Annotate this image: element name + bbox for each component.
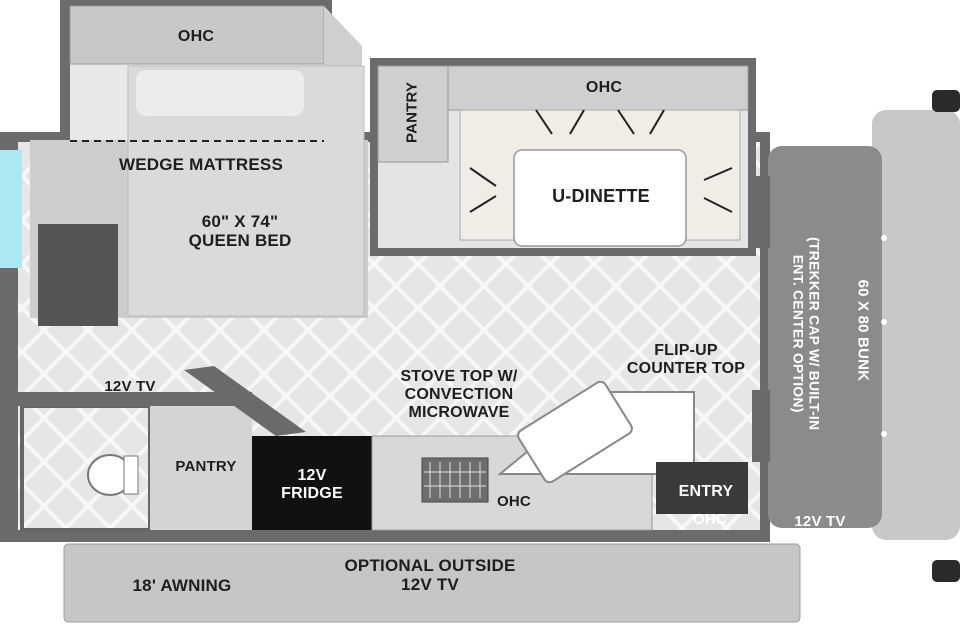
entry-label: ENTRY [678, 483, 734, 500]
entry-box [656, 462, 748, 514]
tv-left-label: 12V TV [104, 378, 156, 395]
pantry-lower-label: PANTRY [175, 458, 237, 475]
dinette-marks [469, 109, 733, 213]
queen-bed-label: 60" X 74" QUEEN BED [188, 212, 292, 251]
ohc-entry-label: OHC [693, 511, 727, 528]
fridge-label: 12V FRIDGE [281, 467, 343, 502]
fridge [252, 436, 372, 530]
ohc-bedroom-label: OHC [177, 28, 215, 45]
pillow [136, 70, 304, 116]
bunk [768, 146, 882, 528]
u-dinette-label: U-DINETTE [552, 186, 650, 206]
stove-top [421, 457, 489, 503]
awning-label: 18' AWNING [132, 576, 232, 595]
nightstand-left [38, 224, 118, 326]
awning [63, 543, 801, 623]
dinette-table [513, 149, 687, 247]
tv-front-label: 12V TV [794, 513, 846, 530]
sink [517, 380, 633, 484]
bunk-note-label: (TREKKER CAP W/ BUILT-IN ENT. CENTER OPT… [791, 237, 823, 431]
pantry-upper-label: PANTRY [403, 81, 421, 144]
pantry-upper-box [377, 65, 449, 163]
tv-swing [184, 366, 306, 436]
pantry-lower-box [150, 406, 252, 530]
bedroom-window [0, 150, 22, 268]
outside-tv-label: OPTIONAL OUTSIDE 12V TV [344, 556, 516, 595]
wedge-mattress-label: WEDGE MATTRESS [119, 155, 283, 174]
front-cap [872, 110, 960, 540]
bath-wall [18, 392, 252, 406]
bunk-label: 60 X 80 BUNK [854, 279, 872, 382]
flip-up-label: FLIP-UP COUNTER TOP [626, 342, 746, 377]
ohc-dinette-label: OHC [585, 79, 623, 96]
stove-label: STOVE TOP W/ CONVECTION MICROWAVE [400, 368, 518, 421]
ohc-kitchen-label: OHC [497, 493, 531, 510]
bedroom-ohc [69, 5, 325, 65]
